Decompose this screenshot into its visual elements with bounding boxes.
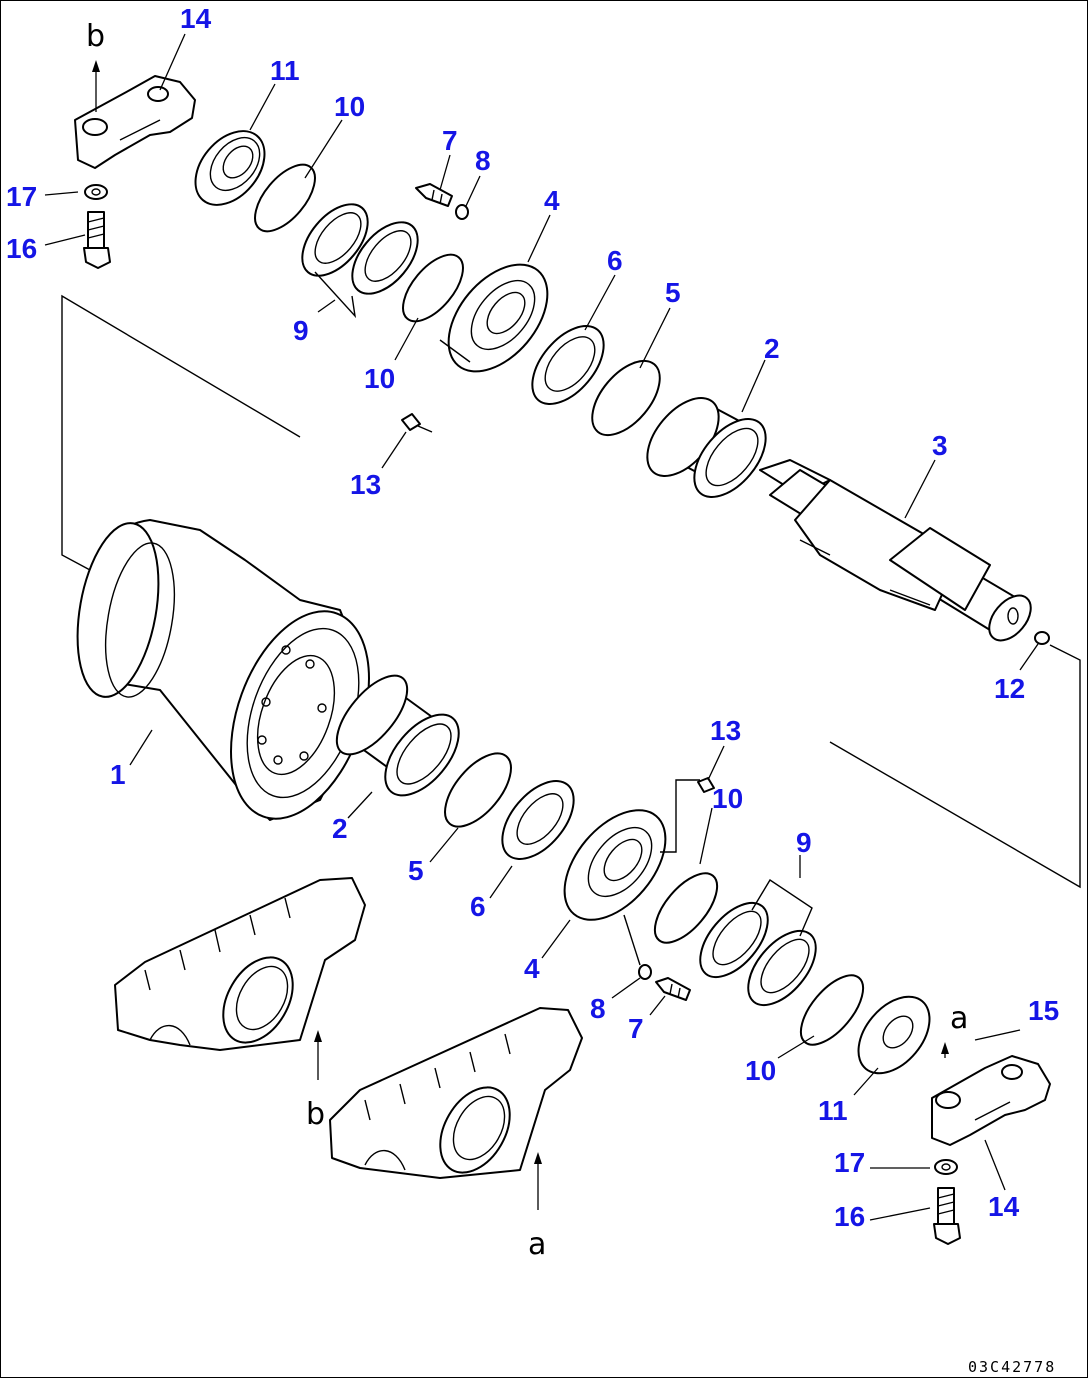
part-4-collar-bottom — [563, 779, 700, 921]
callout-13-top: 13 — [350, 469, 381, 500]
callout-15: 15 — [1028, 995, 1059, 1026]
callout-9-top: 9 — [293, 315, 309, 346]
part-14-cap-top — [74, 75, 196, 169]
callout-8-bottom: 8 — [590, 993, 606, 1024]
letter-b-bottom: b — [306, 1097, 325, 1132]
bracket-a — [329, 1007, 583, 1210]
callout-1: 1 — [110, 759, 126, 790]
part-13-plug-top — [401, 413, 433, 433]
callout-7-bottom: 7 — [628, 1013, 644, 1044]
callout-6-top: 6 — [607, 245, 623, 276]
callout-3: 3 — [932, 430, 948, 461]
part-10-oring-bottom-a — [653, 872, 719, 944]
part-13-plug-bottom — [697, 777, 715, 793]
part-11-seal-bottom — [857, 995, 931, 1075]
callout-9-bottom: 9 — [796, 827, 812, 858]
callout-14-top: 14 — [180, 3, 212, 34]
callout-11-bottom: 11 — [818, 1095, 848, 1126]
callout-5-top: 5 — [665, 277, 681, 308]
drawing-code: 03C42778 — [968, 1358, 1056, 1376]
reference-letters: b b a a — [86, 19, 968, 1262]
letter-b-top: b — [86, 19, 105, 54]
part-10-oring-top-b — [402, 253, 464, 323]
letter-a-right: a — [950, 1001, 968, 1036]
part-3-shaft — [759, 459, 1032, 642]
part-17-washer-bottom — [934, 1159, 958, 1175]
callout-4-top: 4 — [544, 185, 560, 216]
part-8-washer-top — [455, 204, 469, 220]
callout-5-bottom: 5 — [408, 855, 424, 886]
part-17-washer-top — [84, 184, 108, 200]
callout-16-top: 16 — [6, 233, 37, 264]
part-2-bushing-bottom — [335, 674, 460, 797]
part-7-bolt-bottom — [655, 977, 691, 1001]
callout-10-lower: 10 — [712, 783, 743, 814]
part-16-bolt-bottom — [933, 1187, 961, 1245]
part-9-seal-pair-top — [301, 203, 419, 319]
callout-12: 12 — [994, 673, 1025, 704]
part-6-washer-top — [531, 324, 605, 406]
part-10-oring-top-a — [254, 163, 316, 233]
callout-6-bottom: 6 — [470, 891, 486, 922]
part-16-bolt-top — [83, 211, 111, 269]
part-4-collar-top — [439, 263, 549, 373]
callout-8-top: 8 — [475, 145, 491, 176]
part-12-pin — [1034, 631, 1050, 645]
part-14-cap-bottom — [931, 1042, 1051, 1146]
callout-13-bottom: 13 — [710, 715, 741, 746]
callout-14-bottom: 14 — [988, 1191, 1020, 1222]
part-1-roller — [76, 519, 370, 821]
part-11-seal-top — [194, 130, 266, 206]
callout-7-top: 7 — [442, 125, 458, 156]
part-7-bolt-top — [415, 183, 453, 207]
part-5-oring-bottom — [444, 752, 512, 828]
arrow-b-top — [92, 60, 100, 112]
assembly-frame-lines — [61, 294, 1081, 889]
part-2-bushing-top — [646, 396, 767, 499]
callout-labels: 14 11 10 7 8 17 4 16 6 5 9 2 10 3 13 12 … — [6, 3, 1059, 1232]
callout-2-top: 2 — [764, 333, 780, 364]
callout-10-top: 10 — [334, 91, 365, 122]
letter-a-bottom: a — [528, 1227, 546, 1262]
part-9-seal-pair-bottom — [699, 879, 817, 1007]
callout-10-mid: 10 — [364, 363, 395, 394]
callout-4-bottom: 4 — [524, 953, 540, 984]
bracket-b — [114, 877, 366, 1080]
callout-17-top: 17 — [6, 181, 37, 212]
callout-2-bottom: 2 — [332, 813, 348, 844]
leader-lines — [44, 33, 1039, 1221]
callout-17-bottom: 17 — [834, 1147, 865, 1178]
part-8-washer-bottom — [623, 914, 652, 980]
callout-10-bottom: 10 — [745, 1055, 776, 1086]
part-5-oring-top — [591, 359, 661, 437]
callout-16-bottom: 16 — [834, 1201, 865, 1232]
callout-11-top: 11 — [270, 55, 300, 86]
part-6-washer-bottom — [501, 779, 575, 861]
